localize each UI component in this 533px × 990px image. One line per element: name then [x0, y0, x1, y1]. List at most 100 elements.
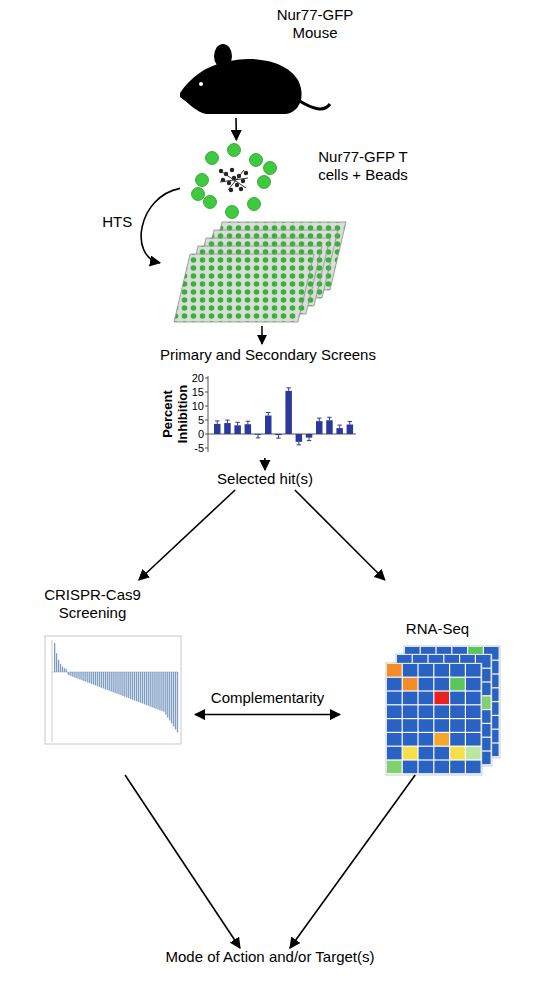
rank-bar — [124, 672, 125, 697]
rank-bar — [87, 672, 88, 683]
heat-cell — [434, 678, 449, 691]
rank-bar — [134, 672, 135, 701]
error-cap — [276, 438, 281, 439]
rank-bar — [91, 672, 92, 684]
tick — [205, 406, 208, 407]
heat-cell — [466, 733, 481, 746]
heat-cell — [403, 692, 418, 705]
bead — [264, 162, 277, 175]
y-axis — [208, 376, 209, 452]
bar — [224, 423, 231, 434]
flow-arrow — [125, 775, 240, 948]
t-cell — [244, 171, 248, 175]
rank-bar — [128, 672, 129, 698]
rank-bar — [99, 672, 100, 687]
mouse-step: Nur77-GFP Mouse — [170, 4, 370, 118]
edge-label: Complementarity — [209, 689, 326, 707]
bar — [214, 424, 221, 434]
rank-bar — [167, 672, 168, 718]
heat-cell — [466, 705, 481, 718]
t-cell — [227, 181, 231, 185]
step-text: CRISPR-Cas9 Screening — [30, 586, 155, 622]
heat-cell — [403, 664, 418, 677]
hit-step: Selected hit(s) — [200, 470, 330, 490]
heat-cell — [419, 761, 434, 774]
rank-bar — [130, 672, 131, 699]
heat-cell — [403, 719, 418, 732]
bead — [226, 206, 239, 219]
flow-arrow — [235, 118, 237, 140]
heat-cell — [434, 719, 449, 732]
error-cap — [235, 422, 240, 423]
heat-cell — [419, 678, 434, 691]
flow-arrow — [264, 458, 266, 470]
step-text: Nur77-GFP T cells + Beads — [318, 148, 408, 184]
tick — [205, 420, 208, 421]
heat-cell — [387, 692, 402, 705]
error-cap — [246, 421, 251, 422]
flow-arrow — [141, 188, 180, 262]
bar — [265, 416, 272, 434]
bar — [275, 434, 282, 435]
rank-bar — [72, 672, 73, 677]
rank-bar — [142, 672, 143, 704]
rank-bar — [146, 672, 147, 705]
crispr-step: CRISPR-Cas9 Screening — [30, 580, 195, 775]
rank-bar — [159, 672, 160, 710]
heat-cell — [403, 733, 418, 746]
bar — [326, 420, 333, 434]
heat-cell — [387, 747, 402, 760]
rank-bar — [122, 672, 123, 696]
plate-stack — [174, 222, 346, 322]
bar — [347, 424, 354, 434]
flow-arrow — [139, 490, 235, 580]
bead — [192, 188, 205, 201]
rank-bar — [83, 672, 84, 681]
bead — [248, 198, 261, 211]
rank-bar — [126, 672, 127, 698]
rank-bar — [111, 672, 112, 692]
rank-bar — [144, 672, 145, 704]
bar — [234, 425, 241, 434]
t-cell — [230, 168, 234, 172]
rank-bar — [157, 672, 158, 710]
flow-arrow — [290, 775, 415, 948]
heat-cell — [419, 747, 434, 760]
rank-bar — [113, 672, 114, 692]
rank-bar — [116, 672, 117, 694]
heat-cell — [403, 761, 418, 774]
step-text: Primary and Secondary Screens — [160, 346, 375, 364]
rank-bar — [132, 672, 133, 700]
rank-bar — [120, 672, 121, 695]
rank-bar — [70, 672, 71, 676]
tick — [205, 448, 208, 449]
rank-bar — [81, 672, 82, 680]
heat-cell — [387, 719, 402, 732]
step-text: RNA-Seq — [395, 620, 480, 638]
heat-cell — [419, 705, 434, 718]
rank-bar — [105, 672, 106, 689]
bead — [206, 152, 219, 165]
bar — [245, 424, 252, 434]
tick — [205, 378, 208, 379]
error-cap — [225, 420, 230, 421]
flow-arrow — [261, 326, 263, 344]
edge-label: HTS — [100, 213, 134, 231]
tick — [205, 392, 208, 393]
heatmap-sheet — [396, 654, 492, 766]
cells-step: Nur77-GFP T cells + Beads — [180, 140, 415, 218]
heat-cell — [450, 678, 465, 691]
error-cap — [327, 417, 332, 418]
rank-bar — [56, 653, 57, 672]
heat-cell — [434, 664, 449, 677]
rank-bar — [161, 672, 162, 711]
axis-title: Percent Inhibition — [160, 376, 190, 452]
heat-cell — [387, 761, 402, 774]
bar — [296, 434, 303, 442]
rank-bar — [93, 672, 94, 685]
crispr-rank-chart — [45, 636, 181, 744]
outcome-step: Mode of Action and/or Target(s) — [150, 948, 390, 970]
t-cell — [239, 187, 243, 191]
rank-bar — [165, 672, 166, 715]
heat-cell — [466, 692, 481, 705]
